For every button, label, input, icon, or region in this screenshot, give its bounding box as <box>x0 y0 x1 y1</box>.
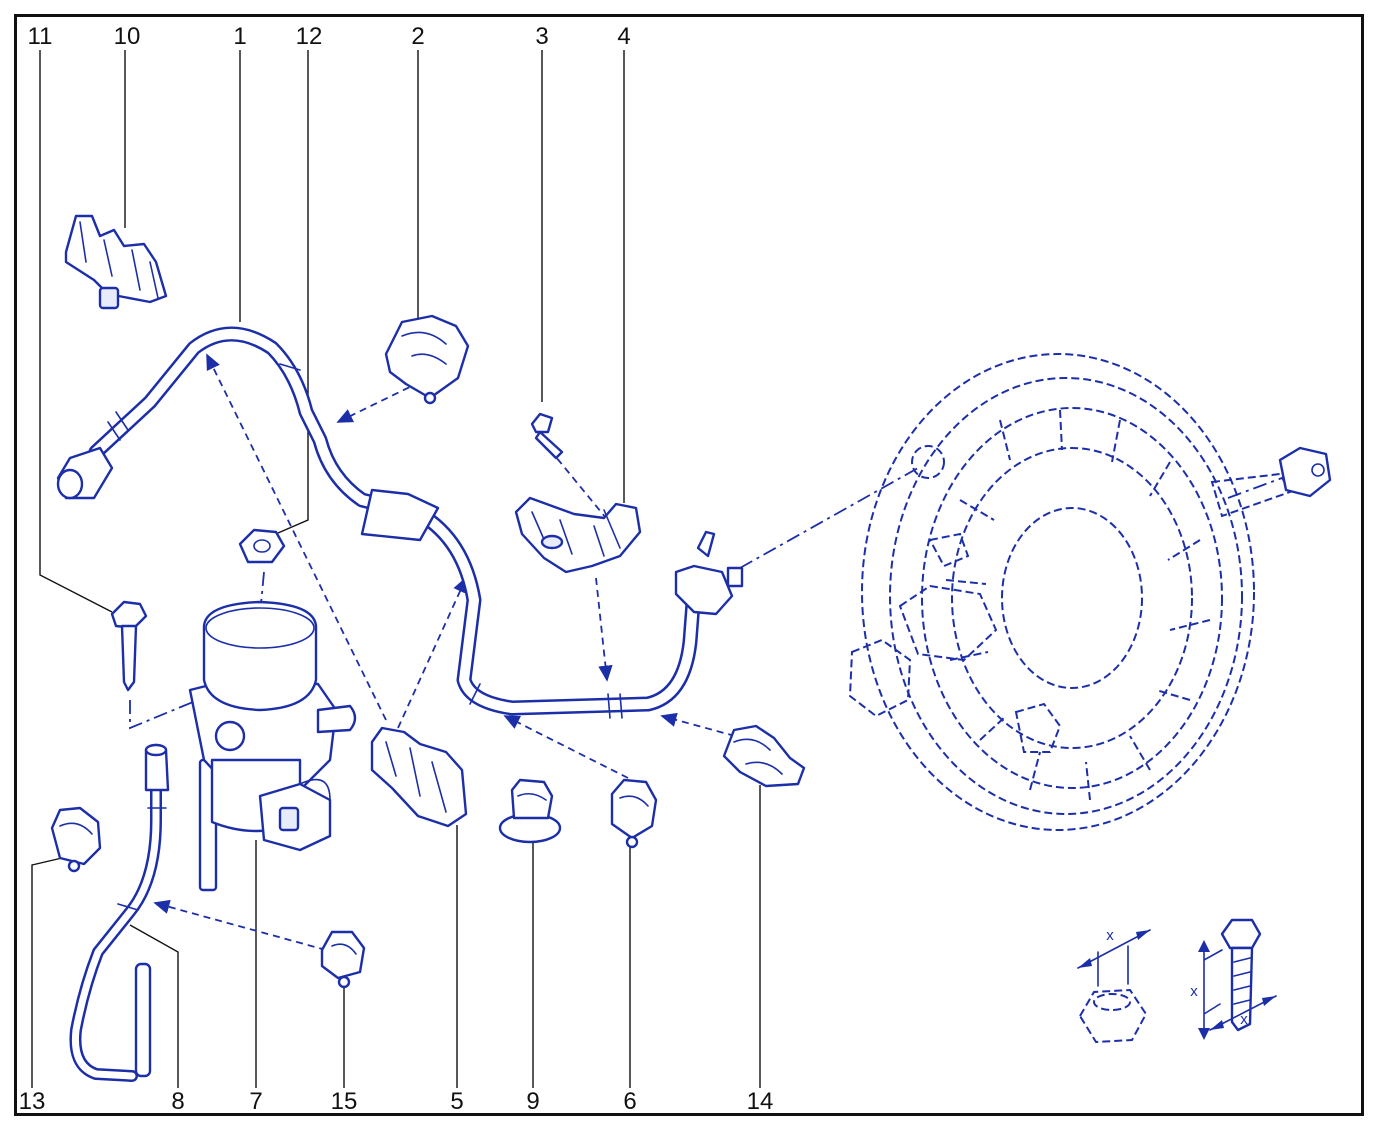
bolt-width-dimension-x: x <box>1240 1011 1248 1028</box>
label-2: 2 <box>411 23 425 50</box>
assembly-arrows <box>129 353 1283 951</box>
label-12: 12 <box>295 23 323 50</box>
diagram-border <box>14 14 1364 1116</box>
label-14: 14 <box>746 1088 774 1115</box>
label-1: 1 <box>233 23 247 50</box>
label-11: 11 <box>27 23 53 50</box>
part-11-bolt <box>110 600 148 692</box>
label-7: 7 <box>249 1088 263 1115</box>
label-8: 8 <box>171 1088 185 1115</box>
bolt-tightening-icon <box>1198 918 1277 1040</box>
part-2-clip <box>384 314 470 405</box>
label-13: 13 <box>18 1088 46 1115</box>
part-8-small-hose <box>69 743 170 1082</box>
label-6: 6 <box>623 1088 637 1115</box>
label-4: 4 <box>617 23 631 50</box>
part-9-suction-clip <box>498 778 562 844</box>
part-12-nut <box>238 528 286 564</box>
label-10: 10 <box>113 23 141 50</box>
part-3-screw <box>530 412 564 460</box>
bolt-length-dimension-x: x <box>1190 983 1198 1000</box>
part-6-clip <box>610 778 658 849</box>
part-10-pipe-clip <box>64 214 168 310</box>
part-1-vacuum-hose <box>56 326 744 719</box>
label-3: 3 <box>535 23 549 50</box>
part-15-clip <box>320 930 366 989</box>
brake-booster <box>848 353 1332 831</box>
part-13-clip <box>50 806 102 873</box>
part-14-clip <box>722 724 806 788</box>
part-4-bracket <box>514 496 642 574</box>
label-15: 15 <box>330 1088 358 1115</box>
nut-dimension-x: x <box>1106 927 1114 944</box>
part-7-vacuum-pump <box>188 600 357 892</box>
nut-tightening-icon <box>1077 929 1151 1044</box>
part-5-clip <box>370 726 468 828</box>
label-5: 5 <box>450 1088 464 1115</box>
label-9: 9 <box>526 1088 540 1115</box>
leader-lines <box>31 50 761 1088</box>
